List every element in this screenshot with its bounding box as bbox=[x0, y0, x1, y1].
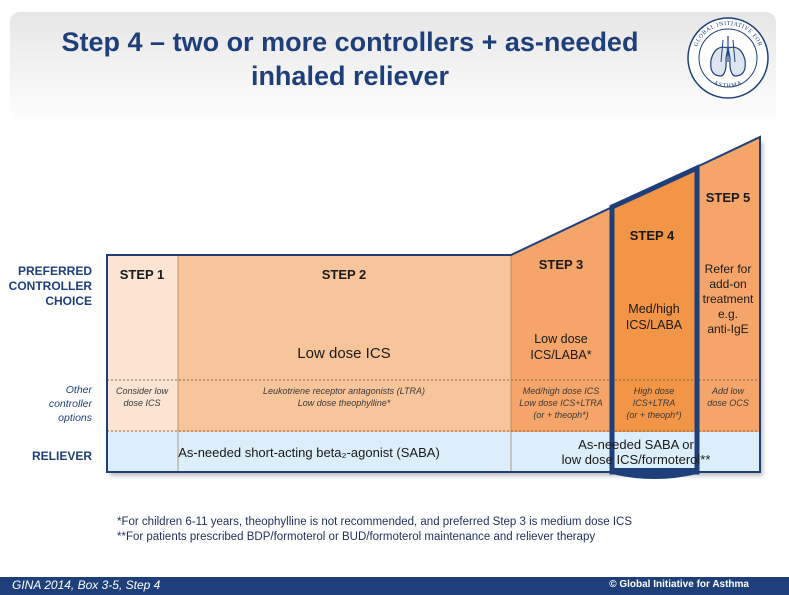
step2-other-2: Low dose theophylline* bbox=[298, 398, 391, 408]
step3-preferred-1: Low dose bbox=[534, 332, 588, 346]
step2-other-1: Leukotriene receptor antagonists (LTRA) bbox=[263, 386, 425, 396]
step5-preferred-4: e.g. bbox=[718, 307, 738, 321]
step5-other-1: Add low bbox=[711, 386, 745, 396]
footer-copyright: © Global Initiative for Asthma bbox=[609, 579, 749, 590]
step5-preferred-3: treatment bbox=[703, 292, 754, 306]
diagram-border bbox=[106, 135, 761, 473]
step5-column bbox=[697, 137, 760, 432]
gina-logo-icon: GLOBAL INITIATIVE FOR ASTHMA bbox=[687, 17, 769, 99]
step2-label: STEP 2 bbox=[322, 267, 367, 282]
svg-text:ASTHMA: ASTHMA bbox=[713, 80, 744, 89]
step4-other-1: High dose bbox=[634, 386, 675, 396]
title-line-2: inhaled reliever bbox=[250, 61, 450, 91]
reliever-right-2: low dose ICS/formoterol** bbox=[562, 452, 711, 467]
step4-other-3: (or + theoph*) bbox=[626, 410, 681, 420]
footnote-2: **For patients prescribed BDP/formoterol… bbox=[117, 531, 596, 543]
footer-citation: GINA 2014, Box 3-5, Step 4 bbox=[12, 578, 161, 592]
step5-other-2: dose OCS bbox=[707, 398, 749, 408]
reliever-saba: As-needed short-acting beta₂-agonist (SA… bbox=[178, 445, 440, 460]
step1-label: STEP 1 bbox=[120, 267, 165, 282]
reliever-row bbox=[107, 432, 760, 472]
row-label-other-3: options bbox=[58, 412, 93, 424]
header-band bbox=[10, 12, 776, 124]
logo-text-bottom: ASTHMA bbox=[713, 80, 743, 89]
step3-column bbox=[511, 207, 612, 432]
step5-label: STEP 5 bbox=[706, 190, 751, 205]
step5-preferred-1: Refer for bbox=[705, 262, 752, 276]
step4-preferred-2: ICS/LABA bbox=[626, 318, 683, 332]
row-label-other-2: controller bbox=[49, 398, 93, 410]
row-label-reliever: RELIEVER bbox=[32, 449, 92, 463]
step4-other-2: ICS+LTRA bbox=[633, 398, 676, 408]
step1-column bbox=[107, 255, 178, 432]
step5-preferred-2: add-on bbox=[709, 277, 746, 291]
step3-other-2: Low dose ICS+LTRA bbox=[519, 398, 603, 408]
footer-bar: GINA 2014, Box 3-5, Step 4 © Global Init… bbox=[0, 577, 789, 595]
step3-other-3: (or + theoph*) bbox=[533, 410, 588, 420]
row-label-preferred-1: PREFERRED bbox=[18, 264, 92, 278]
footnotes: *For children 6-11 years, theophylline i… bbox=[117, 515, 632, 545]
step1-other-2: dose ICS bbox=[123, 398, 160, 408]
step3-preferred-2: ICS/LABA* bbox=[530, 348, 591, 362]
row-label-other-1: Other bbox=[66, 384, 93, 396]
step3-label: STEP 3 bbox=[539, 257, 584, 272]
footnote-1: *For children 6-11 years, theophylline i… bbox=[117, 516, 632, 528]
step2-column bbox=[178, 255, 511, 432]
row-label-preferred-3: CHOICE bbox=[45, 294, 92, 308]
page-title: Step 4 – two or more controllers + as-ne… bbox=[0, 25, 700, 93]
step4-label: STEP 4 bbox=[630, 228, 675, 243]
step4-preferred-1: Med/high bbox=[628, 302, 679, 316]
step3-other-1: Med/high dose ICS bbox=[523, 386, 600, 396]
step4-column bbox=[612, 168, 697, 432]
step4-highlight-base bbox=[612, 468, 697, 479]
step5-preferred-5: anti-IgE bbox=[707, 322, 748, 336]
title-line-1: Step 4 – two or more controllers + as-ne… bbox=[61, 27, 639, 57]
reliever-right-1: As-needed SABA or bbox=[578, 437, 694, 452]
step2-preferred: Low dose ICS bbox=[297, 345, 390, 362]
row-label-preferred-2: CONTROLLER bbox=[9, 279, 93, 293]
step1-other-1: Consider low bbox=[116, 386, 169, 396]
